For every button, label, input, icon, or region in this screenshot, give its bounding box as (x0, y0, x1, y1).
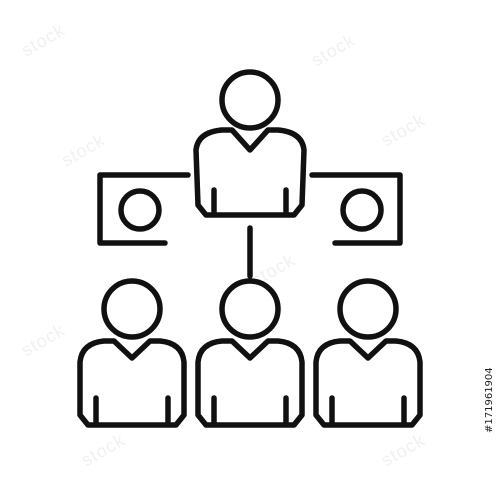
team-member-right (313, 278, 423, 428)
team-member-middle (195, 278, 305, 428)
left-member-card (97, 172, 191, 246)
right-member-card (309, 172, 403, 246)
manager-figure (193, 69, 307, 218)
stock-id-label: #171961904 (484, 367, 495, 433)
team-member-left (77, 278, 187, 428)
